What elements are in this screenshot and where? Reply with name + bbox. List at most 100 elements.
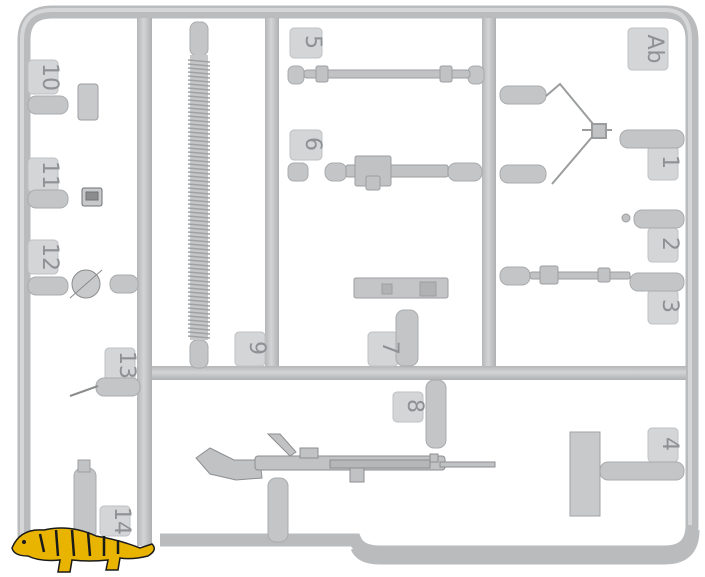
spring-coil [187, 87, 211, 91]
spring-coil [187, 223, 211, 227]
spring-coil [187, 135, 211, 139]
spring-coil [187, 119, 211, 123]
spring-coil [187, 231, 211, 235]
spring-coil [187, 151, 211, 155]
gates [27, 21, 685, 543]
spring-coil [187, 303, 211, 307]
spring-coil [187, 191, 211, 195]
spring-coil [187, 307, 211, 311]
spring-coil [187, 179, 211, 183]
tiger-logo-icon [11, 527, 155, 573]
part-number-14: 14 [109, 507, 134, 535]
spring-coil [187, 79, 211, 83]
part-number-7: 7 [377, 341, 402, 355]
part-11 [81, 187, 103, 207]
spring-coil [187, 159, 211, 163]
part-14 [77, 459, 91, 473]
spring-coil [187, 327, 211, 331]
spring-coil [187, 279, 211, 283]
spring-coil [187, 131, 211, 135]
part-4 [569, 431, 601, 517]
spring-coil [187, 247, 211, 251]
spring-coil [187, 103, 211, 107]
spring-coil [187, 227, 211, 231]
spring-coil [187, 127, 211, 131]
spring-coil [187, 155, 211, 159]
spring-coil [187, 91, 211, 95]
spring-coil [187, 139, 211, 143]
spring-coil [187, 63, 211, 67]
spring-coil [187, 287, 211, 291]
spring-coil [187, 331, 211, 335]
spring-coil [187, 171, 211, 175]
spring-coil [187, 319, 211, 323]
spring-coil [187, 335, 211, 339]
part-number-5: 5 [300, 35, 325, 49]
part-rod-5 [303, 65, 471, 83]
part-number-4: 4 [657, 437, 682, 451]
spring-coil [187, 251, 211, 255]
part-number-10: 10 [37, 63, 62, 91]
part-10 [77, 83, 99, 121]
spring-coil [187, 295, 211, 299]
spring-coil [187, 67, 211, 71]
spring-coil [187, 99, 211, 103]
spring-coil [187, 75, 211, 79]
spring-coil [187, 215, 211, 219]
spring-coil [187, 107, 211, 111]
spring-coil [187, 183, 211, 187]
sprue-code: Ab [642, 34, 667, 63]
spring-coil [187, 123, 211, 127]
part-number-8: 8 [402, 399, 427, 413]
spring-coil [187, 235, 211, 239]
part-numbers: 5 6 Ab 1 2 3 4 9 7 8 10 11 12 13 14 [37, 34, 682, 535]
spring-coil [187, 167, 211, 171]
part-number-12: 12 [37, 243, 62, 271]
spring-coil [187, 175, 211, 179]
part-number-3: 3 [657, 299, 682, 313]
spring-coil [187, 323, 211, 327]
spring-coil [187, 267, 211, 271]
spring-coil [187, 199, 211, 203]
spring-coil [187, 111, 211, 115]
spring-coil [187, 163, 211, 167]
runner-handle [350, 529, 700, 565]
part-3 [529, 265, 631, 285]
spring-coil [187, 291, 211, 295]
spring-coil [187, 83, 211, 87]
spring-coil [187, 315, 211, 319]
spring-coil [187, 311, 211, 315]
part-number-2: 2 [657, 237, 682, 251]
inner-runners [137, 18, 686, 546]
number-tags [27, 27, 679, 537]
spring-coil [187, 271, 211, 275]
part-13 [69, 385, 99, 397]
spring-coil [187, 59, 211, 63]
spring-coil [187, 143, 211, 147]
spring-coil [187, 207, 211, 211]
spring-coil [187, 259, 211, 263]
spring-coil [187, 255, 211, 259]
part-spring [187, 55, 211, 340]
spring-coil [187, 275, 211, 279]
spring-coil [187, 243, 211, 247]
spring-coil [187, 263, 211, 267]
part-bipod [545, 82, 612, 185]
part-6 [345, 155, 449, 191]
spring-coil [187, 115, 211, 119]
spring-coil [187, 147, 211, 151]
spring-coil [187, 187, 211, 191]
spring-coil [187, 95, 211, 99]
part-number-9: 9 [244, 341, 269, 355]
spring-coil [187, 283, 211, 287]
part-2 [621, 213, 631, 223]
spring-coil [187, 239, 211, 243]
part-machine-gun [195, 433, 496, 483]
part-number-1: 1 [657, 155, 682, 169]
spring-coil [187, 203, 211, 207]
spring-coil [187, 299, 211, 303]
part-number-11: 11 [37, 161, 62, 189]
spring-coil [187, 195, 211, 199]
